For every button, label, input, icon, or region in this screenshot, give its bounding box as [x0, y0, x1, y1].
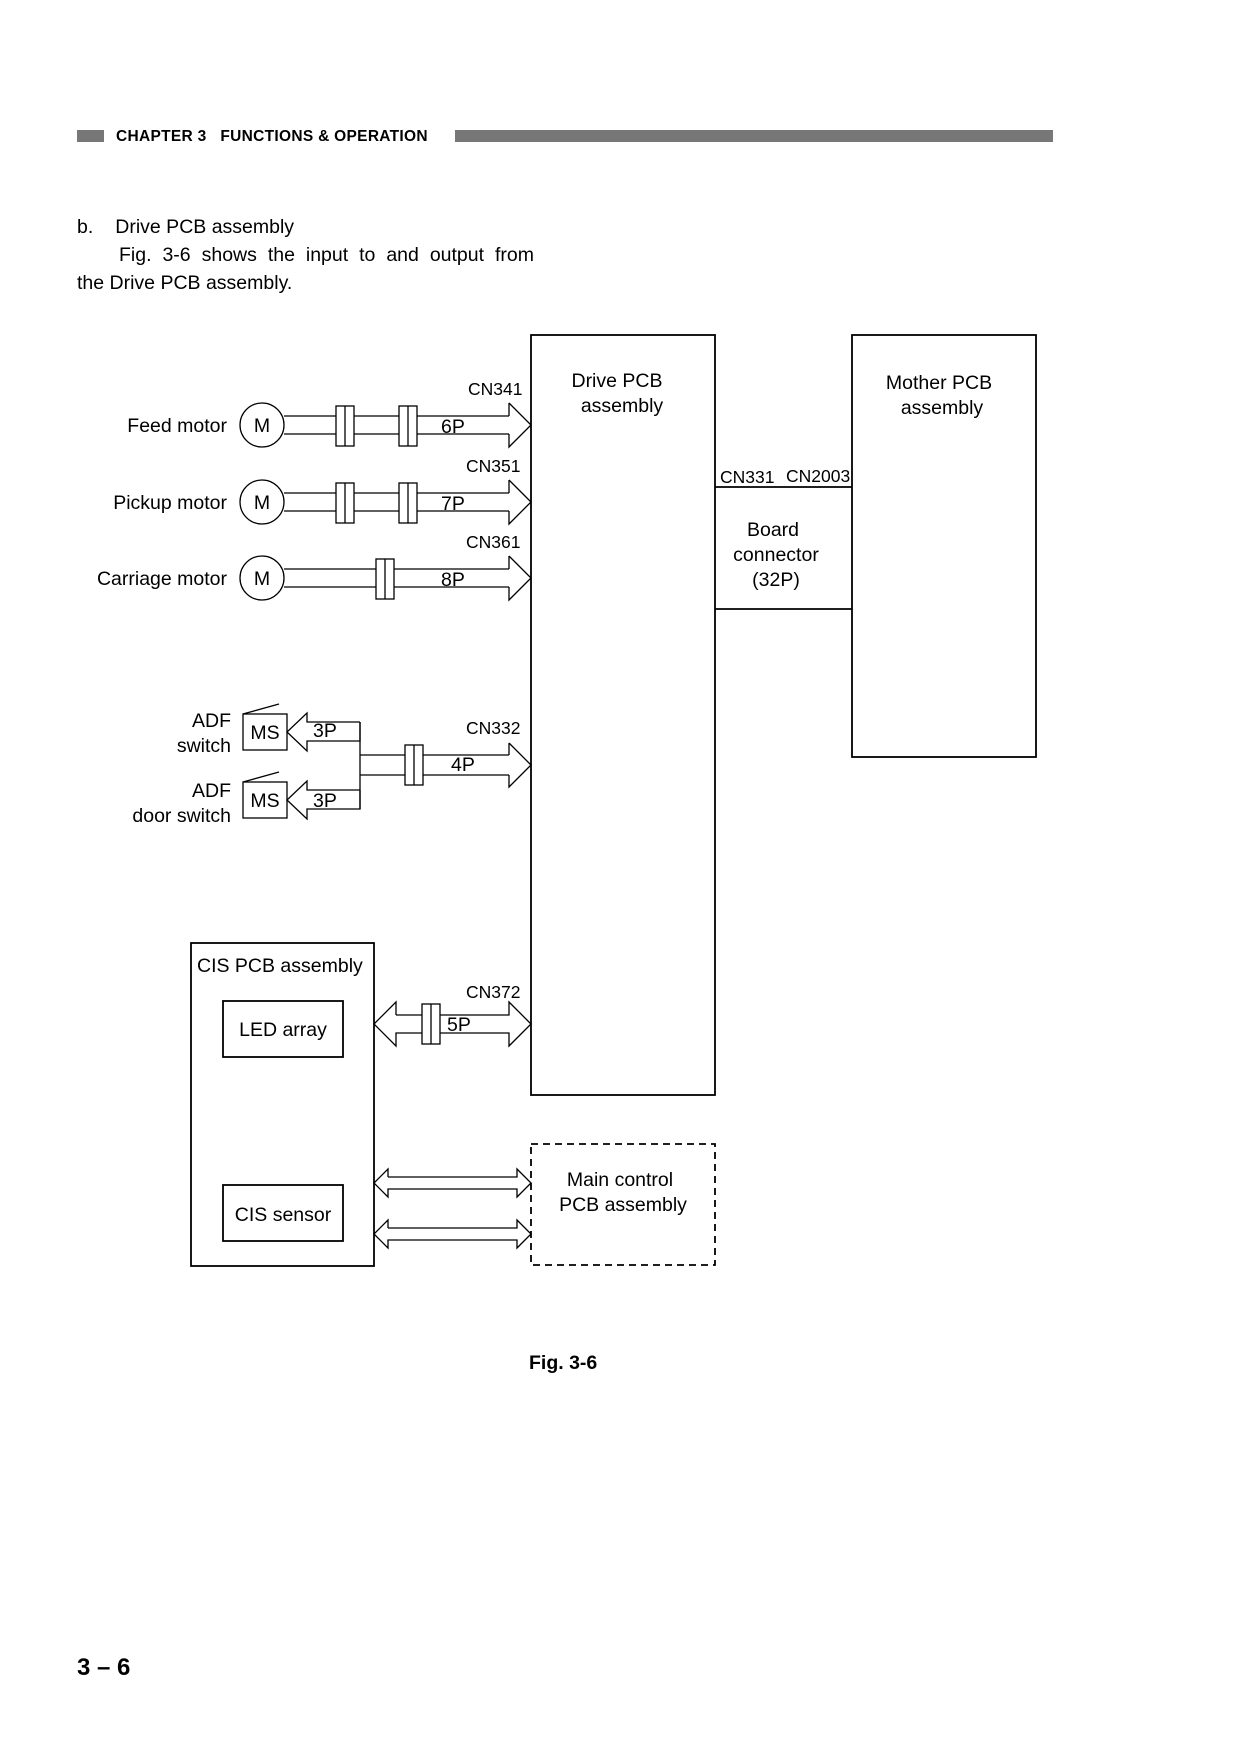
adf-door-switch-pins: 3P	[313, 790, 337, 812]
feed-motor-connector: CN341	[468, 379, 522, 399]
switch-connector-pins: 4P	[451, 754, 475, 776]
drive-pcb-box	[530, 334, 716, 1096]
adf-switch-symbol: MS	[250, 722, 279, 744]
board-connector-label-2: connector	[733, 544, 819, 566]
switch-connector-label: CN332	[466, 718, 520, 738]
pickup-motor-connector: CN351	[466, 456, 520, 476]
led-array-box	[222, 1000, 344, 1058]
adf-switch-label-1: ADF	[192, 710, 231, 732]
chapter-header: CHAPTER 3 FUNCTIONS & OPERATION	[116, 128, 428, 145]
adf-switch-pins: 3P	[313, 720, 337, 742]
feed-motor-symbol: M	[254, 415, 270, 437]
pickup-motor-icon	[239, 479, 285, 525]
mother-pcb-label-1: Mother PCB	[886, 372, 992, 394]
cis-pcb-box	[190, 942, 375, 1267]
carriage-motor-label: Carriage motor	[97, 568, 228, 590]
main-control-box	[530, 1143, 716, 1266]
cis-sensor-box	[222, 1184, 344, 1242]
intro-paragraph-line2: the Drive PCB assembly.	[77, 272, 293, 294]
feed-motor-icon	[239, 402, 285, 448]
cn331-label: CN331	[720, 467, 774, 487]
page-number: 3 – 6	[77, 1654, 131, 1681]
drive-pcb-label-1: Drive PCB	[571, 370, 662, 392]
carriage-motor-icon	[239, 555, 285, 601]
cis-pcb-label: CIS PCB assembly	[197, 955, 363, 977]
figure-caption: Fig. 3-6	[529, 1352, 598, 1374]
section-title: Drive PCB assembly	[115, 216, 295, 238]
cis-main-arrow-1	[373, 1167, 532, 1199]
cis-connector-pins: 5P	[447, 1014, 471, 1036]
cis-sensor-label: CIS sensor	[235, 1204, 332, 1226]
feed-motor-label: Feed motor	[127, 415, 227, 437]
header-bar-right	[455, 130, 1053, 142]
cn2003-label: CN2003	[786, 466, 850, 486]
board-connector-label-3: (32P)	[752, 569, 800, 591]
pickup-motor-pins: 7P	[441, 493, 465, 515]
carriage-motor-symbol: M	[254, 568, 270, 590]
section-heading: b. Drive PCB assembly	[77, 216, 294, 239]
intro-paragraph-line1: Fig. 3-6 shows the input to and output f…	[119, 244, 534, 266]
board-connector-label-1: Board	[747, 519, 799, 541]
adf-door-switch-symbol: MS	[250, 790, 279, 812]
main-control-label-2: PCB assembly	[559, 1194, 687, 1216]
pickup-motor-label: Pickup motor	[113, 492, 227, 514]
header-bar-left	[77, 130, 104, 142]
adf-door-switch-label-1: ADF	[192, 780, 231, 802]
adf-door-switch-label-2: door switch	[132, 805, 231, 827]
mother-pcb-box	[851, 334, 1037, 758]
pickup-motor-symbol: M	[254, 492, 270, 514]
mother-pcb-label-2: assembly	[901, 397, 984, 419]
adf-switch-label-2: switch	[177, 735, 231, 757]
carriage-motor-pins: 8P	[441, 569, 465, 591]
drive-pcb-label-2: assembly	[581, 395, 664, 417]
cis-connector-label: CN372	[466, 982, 520, 1002]
main-control-label-1: Main control	[567, 1169, 673, 1191]
cis-main-arrow-2	[373, 1218, 532, 1250]
section-marker: b.	[77, 216, 94, 238]
led-array-label: LED array	[239, 1019, 327, 1041]
carriage-motor-connector: CN361	[466, 532, 520, 552]
feed-motor-pins: 6P	[441, 416, 465, 438]
